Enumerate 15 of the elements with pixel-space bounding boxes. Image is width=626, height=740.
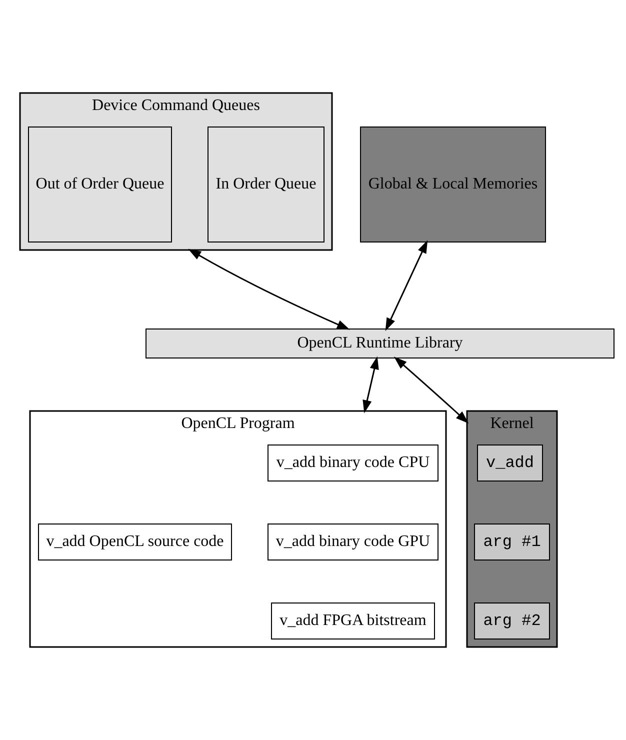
node-box: In Order Queue <box>208 126 324 242</box>
node-box: Out of Order Queue <box>28 126 172 242</box>
node-box: Global & Local Memories <box>360 126 546 242</box>
node-box: v_add FPGA bitstream <box>271 602 435 640</box>
node-box: v_add OpenCL source code <box>38 524 232 560</box>
arrow <box>385 240 428 331</box>
node-box: arg #2 <box>474 602 550 640</box>
arrow <box>188 248 350 330</box>
node-box: arg #1 <box>474 524 550 560</box>
node-box: v_add binary code GPU <box>268 524 438 560</box>
arrow <box>362 356 379 414</box>
node-box: OpenCL Runtime Library <box>146 328 614 358</box>
arrow <box>394 356 469 424</box>
node-box: v_add binary code CPU <box>268 444 438 482</box>
node-box: v_add <box>477 444 543 482</box>
